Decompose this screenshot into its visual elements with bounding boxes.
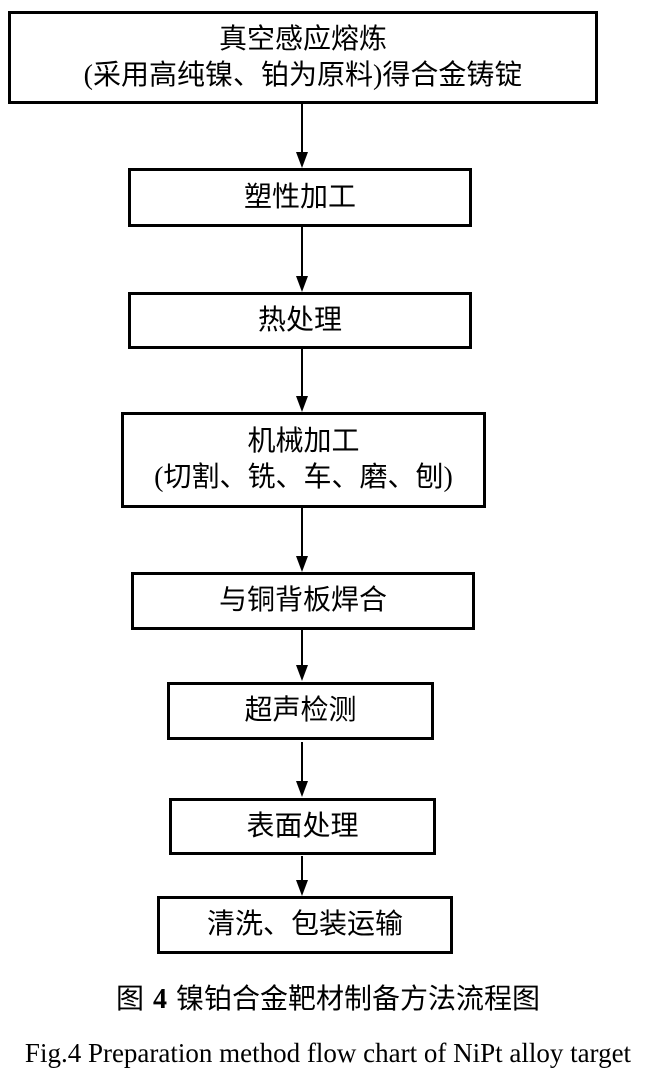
- arrow-head: [296, 396, 308, 412]
- box-label: 表面处理: [246, 810, 359, 842]
- caption-zh-prefix: 图: [115, 984, 144, 1015]
- box-label-line1: 机械加工: [247, 426, 360, 457]
- arrow-shaft: [301, 227, 303, 277]
- arrow-head: [296, 152, 308, 168]
- box-machining: 机械加工 (切割、铣、车、磨、刨): [121, 412, 486, 508]
- box-label: 热处理: [257, 304, 342, 336]
- arrow-shaft: [301, 742, 303, 782]
- box-label: 与铜背板焊合: [218, 585, 387, 616]
- box-label: 塑性加工: [243, 181, 356, 213]
- box-label: 超声检测: [244, 695, 357, 726]
- arrow-head: [296, 276, 308, 292]
- arrow-shaft: [301, 856, 303, 881]
- box-label-line2: (切割、铣、车、磨、刨): [154, 462, 453, 493]
- flow-arrow-down-icon: [296, 227, 308, 292]
- figure-caption-en: Fig.4 Preparation method flow chart of N…: [24, 1038, 632, 1068]
- arrow-head: [296, 880, 308, 896]
- flow-arrow-down-icon: [296, 856, 308, 896]
- box-plastic-working: 塑性加工: [128, 168, 472, 227]
- arrow-head: [296, 781, 308, 797]
- box-label: 清洗、包装运输: [206, 909, 403, 940]
- arrow-head: [296, 665, 308, 681]
- box-heat-treatment: 热处理: [128, 292, 472, 349]
- box-label-line2: (采用高纯镍、铂为原料)得合金铸锭: [83, 59, 523, 91]
- arrow-shaft: [301, 349, 303, 397]
- caption-zh-figure-number: 4: [153, 984, 167, 1015]
- box-surface-treatment: 表面处理: [169, 798, 436, 855]
- arrow-shaft: [301, 508, 303, 557]
- box-cleaning-packaging-transport: 清洗、包装运输: [157, 896, 453, 954]
- flow-arrow-down-icon: [296, 349, 308, 412]
- box-ultrasonic-testing: 超声检测: [167, 682, 434, 740]
- flow-arrow-down-icon: [296, 508, 308, 572]
- flow-arrow-down-icon: [296, 742, 308, 797]
- arrow-head: [296, 556, 308, 572]
- box-label-line1: 真空感应熔炼: [218, 23, 387, 55]
- flow-arrow-down-icon: [296, 104, 308, 168]
- caption-zh-text: 镍铂合金靶材制备方法流程图: [176, 984, 541, 1015]
- box-welding-copper-backplate: 与铜背板焊合: [131, 572, 475, 630]
- arrow-shaft: [301, 630, 303, 666]
- box-vacuum-induction-melting: 真空感应熔炼 (采用高纯镍、铂为原料)得合金铸锭: [8, 11, 598, 104]
- flow-arrow-down-icon: [296, 630, 308, 681]
- arrow-shaft: [301, 104, 303, 153]
